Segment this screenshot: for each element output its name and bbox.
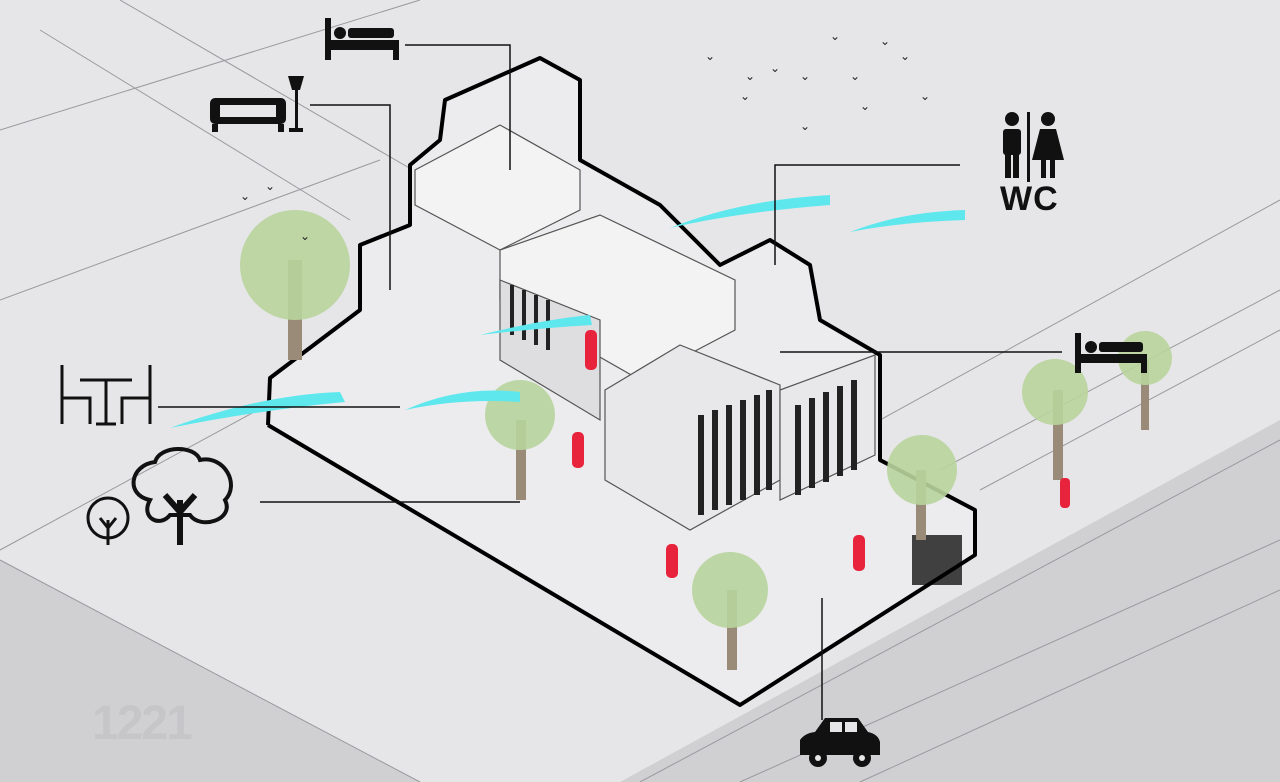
street-right: [620, 420, 1280, 782]
car-icon: [800, 718, 880, 767]
svg-text:⌄: ⌄: [770, 61, 780, 75]
svg-text:⌄: ⌄: [860, 99, 870, 113]
leader-lines: [158, 44, 1062, 720]
watermark-logo: 1221: [92, 697, 193, 750]
wc-label: WC: [1000, 180, 1059, 218]
window-louvers: [510, 285, 962, 585]
bed-icon-2: [1075, 333, 1147, 373]
svg-text:⌄: ⌄: [740, 89, 750, 103]
bed-icon: [325, 18, 399, 60]
svg-text:⌄: ⌄: [745, 69, 755, 83]
svg-text:⌄: ⌄: [800, 119, 810, 133]
svg-text:⌄: ⌄: [705, 49, 715, 63]
airflow-arrows: [170, 195, 965, 428]
dining-table-icon: [60, 365, 152, 426]
svg-text:⌄: ⌄: [850, 69, 860, 83]
toilet-icon: [1003, 112, 1064, 182]
svg-text:⌄: ⌄: [920, 89, 930, 103]
svg-text:⌄: ⌄: [240, 189, 250, 203]
sofa-lamp-icon: [210, 76, 304, 132]
svg-text:⌄: ⌄: [265, 179, 275, 193]
svg-text:⌄: ⌄: [800, 69, 810, 83]
svg-text:⌄: ⌄: [300, 229, 310, 243]
svg-text:⌄: ⌄: [900, 49, 910, 63]
birds: ⌄ ⌄ ⌄ ⌄ ⌄ ⌄ ⌄ ⌄ ⌄ ⌄ ⌄ ⌄ ⌄ ⌄ ⌄: [240, 29, 930, 243]
svg-text:⌄: ⌄: [880, 34, 890, 48]
trees-icon: [86, 447, 233, 545]
people: [572, 330, 1070, 578]
svg-text:⌄: ⌄: [830, 29, 840, 43]
house: [267, 57, 976, 706]
